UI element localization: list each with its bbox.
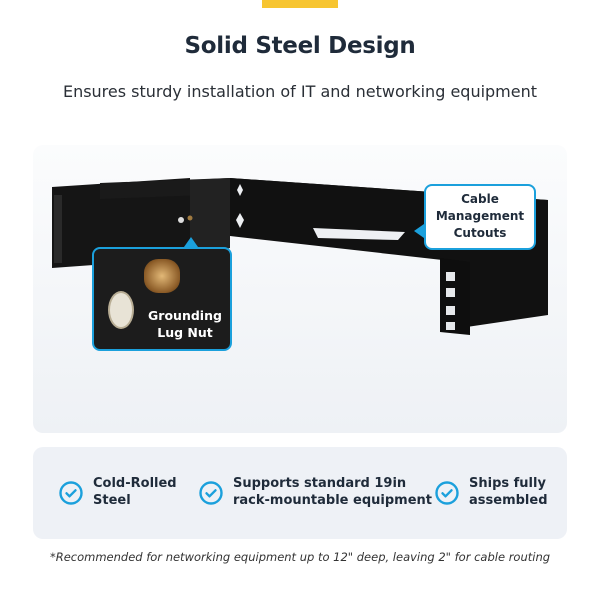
feature-line2: assembled <box>469 493 548 508</box>
feature-line2: rack-mountable equipment <box>233 493 432 508</box>
feature-line1: Cold-Rolled <box>93 476 177 491</box>
check-circle-icon <box>59 481 83 505</box>
callout-pointer <box>414 224 424 238</box>
page-title: Solid Steel Design <box>184 33 416 59</box>
cable-cutout <box>313 228 405 240</box>
cable-label-line2: Management <box>435 209 525 223</box>
feature-item: Ships fully assembled <box>435 475 548 509</box>
lug-nut-icon <box>144 259 180 293</box>
callout-pointer <box>184 237 198 247</box>
bracket-left-plate <box>52 178 190 268</box>
cable-label-line1: Cable <box>461 192 499 206</box>
check-circle-icon <box>435 481 459 505</box>
footnote: *Recommended for networking equipment up… <box>49 550 551 564</box>
page-subtitle: Ensures sturdy installation of IT and ne… <box>62 82 538 101</box>
cable-management-callout: Cable Management Cutouts <box>424 184 536 250</box>
grounding-lug-callout: Grounding Lug Nut <box>92 247 232 351</box>
feature-line1: Ships fully <box>469 476 546 491</box>
feature-line1: Supports standard 19in <box>233 476 407 491</box>
accent-bar <box>262 0 338 8</box>
cable-label-line3: Cutouts <box>453 226 507 240</box>
feature-line2: Steel <box>93 493 131 508</box>
feature-item: Supports standard 19in rack-mountable equ… <box>199 475 432 509</box>
ground-symbol-icon <box>108 291 134 329</box>
check-circle-icon <box>199 481 223 505</box>
grounding-label: Grounding Lug Nut <box>148 308 222 340</box>
